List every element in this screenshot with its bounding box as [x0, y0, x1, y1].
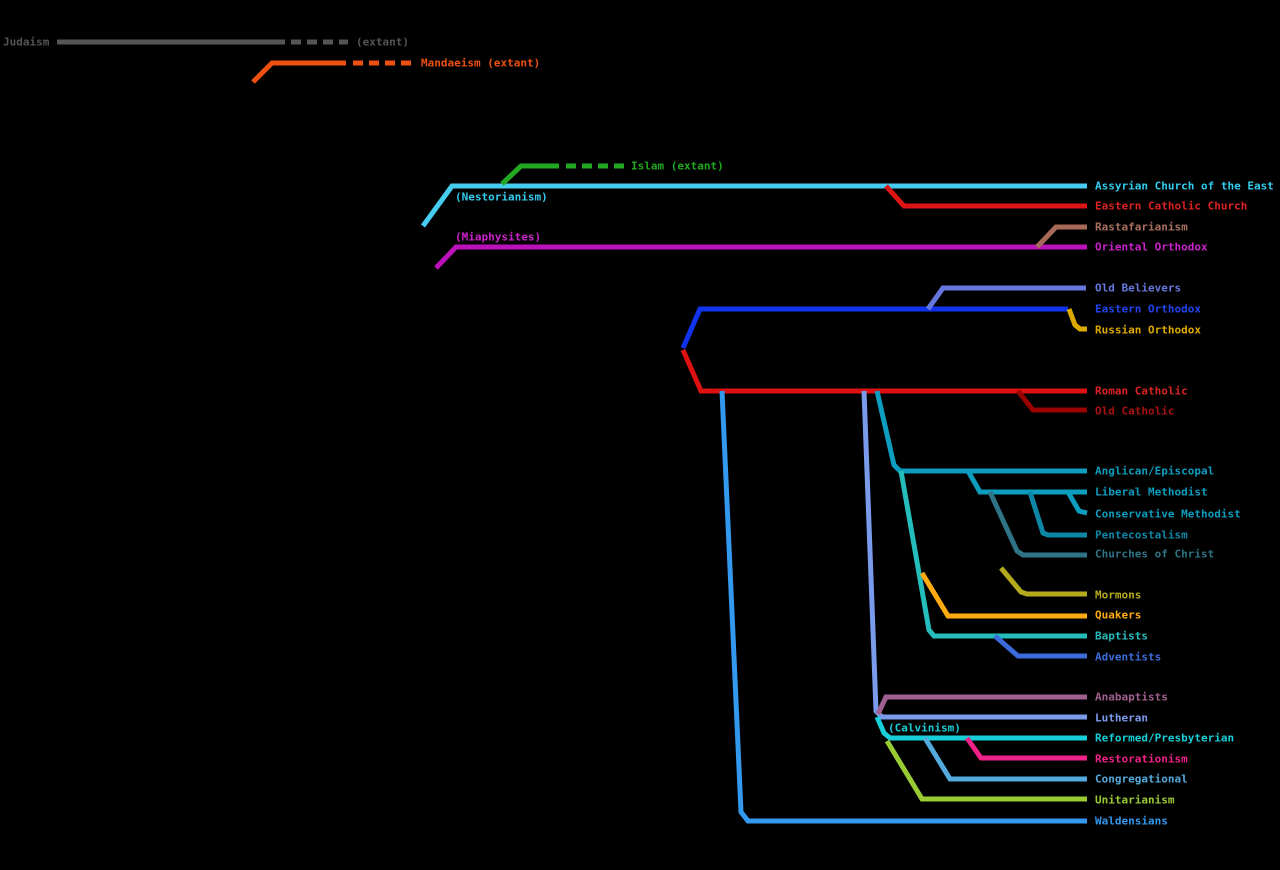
- branch-eastern-catholic-line: [884, 184, 1087, 209]
- branch-quakers-line: [919, 571, 1087, 619]
- label-anglican-episcopal: Anglican/Episcopal: [1095, 465, 1214, 478]
- label-baptists: Baptists: [1095, 630, 1148, 643]
- branch-anabaptists-line: [875, 694, 1087, 716]
- label-waldensians: Waldensians: [1095, 815, 1168, 828]
- branch-rastafarianism-line: [1035, 224, 1087, 249]
- branch-adventists-line: [993, 634, 1087, 659]
- branch-mormons-line: [999, 566, 1087, 597]
- label-oriental-orthodox: Oriental Orthodox: [1095, 241, 1208, 254]
- label-unitarianism: Unitarianism: [1095, 794, 1175, 807]
- branch-pentecostalism-line: [1027, 491, 1087, 538]
- branch-calvinism-reformed-line: [874, 715, 1087, 741]
- label-judaism-extant: (extant): [356, 36, 409, 49]
- label-islam: Islam (extant): [631, 160, 724, 173]
- label-restorationism: Restorationism: [1095, 753, 1188, 766]
- branch-islam-line: [500, 163, 559, 186]
- label-assyrian-church-of-the-east: Assyrian Church of the East: [1095, 180, 1274, 193]
- label-mandaeism: Mandaeism (extant): [421, 57, 540, 70]
- branch-restorationism-line: [964, 736, 1087, 761]
- label-lutheran: Lutheran: [1095, 712, 1148, 725]
- label-pentecostalism: Pentecostalism: [1095, 529, 1188, 542]
- branch-liberal-methodist-line: [965, 469, 1087, 495]
- label-churches-of-christ: Churches of Christ: [1095, 548, 1214, 561]
- label-rastafarianism: Rastafarianism: [1095, 221, 1188, 234]
- branch-congregational-line: [922, 736, 1087, 782]
- branch-churches-of-christ-line: [987, 490, 1087, 558]
- branch-eastern-orthodox-line: [680, 306, 1068, 349]
- branch-nestorian-assyrian-line: [420, 183, 1087, 228]
- label-conservative-methodist: Conservative Methodist: [1095, 508, 1241, 521]
- branch-old-believers-line: [925, 285, 1086, 311]
- branch-anglican-line: [874, 390, 1087, 474]
- label-anabaptists: Anabaptists: [1095, 691, 1168, 704]
- branch-waldensians-line: [719, 390, 1087, 824]
- label-calvinism: (Calvinism): [888, 722, 961, 735]
- label-adventists: Adventists: [1095, 651, 1161, 664]
- label-judaism: Judaism: [3, 36, 50, 49]
- label-russian-orthodox: Russian Orthodox: [1095, 324, 1201, 337]
- label-reformed-presbyterian: Reformed/Presbyterian: [1095, 732, 1234, 745]
- branch-baptists-line: [898, 470, 1087, 639]
- label-old-believers: Old Believers: [1095, 282, 1181, 295]
- branch-old-catholic-line: [1016, 389, 1087, 413]
- branch-mandaeism-line: [251, 60, 346, 84]
- branch-miaphysite-oriental-orthodox-line: [434, 244, 1087, 270]
- label-nestorianism: (Nestorianism): [455, 191, 548, 204]
- label-quakers: Quakers: [1095, 609, 1141, 622]
- label-miaphysites: (Miaphysites): [455, 231, 541, 244]
- label-roman-catholic: Roman Catholic: [1095, 385, 1188, 398]
- label-eastern-orthodox: Eastern Orthodox: [1095, 303, 1201, 316]
- label-old-catholic: Old Catholic: [1095, 405, 1174, 418]
- label-liberal-methodist: Liberal Methodist: [1095, 486, 1208, 499]
- branch-conservative-methodist-line: [1065, 490, 1088, 516]
- label-eastern-catholic-church: Eastern Catholic Church: [1095, 200, 1247, 213]
- label-congregational: Congregational: [1095, 773, 1188, 786]
- branch-roman-catholic-line: [680, 348, 1087, 394]
- label-mormons: Mormons: [1095, 589, 1141, 602]
- branch-unitarianism-line: [884, 739, 1087, 802]
- branch-russian-orthodox-line: [1066, 308, 1087, 332]
